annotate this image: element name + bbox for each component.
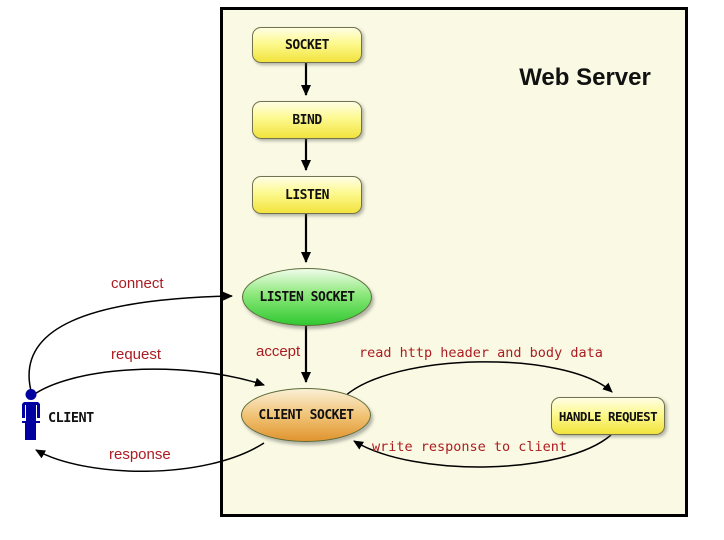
listen-node: LISTEN	[252, 176, 362, 214]
client-socket-node: CLIENT SOCKET	[241, 388, 371, 442]
diagram-title: Web Server	[519, 64, 651, 91]
response-label: response	[109, 446, 171, 463]
request-label: request	[111, 346, 162, 363]
read-http-label: read http header and body data	[359, 345, 603, 361]
accept-label: accept	[256, 343, 301, 360]
connect-label: connect	[111, 275, 164, 292]
client-label: CLIENT	[48, 410, 94, 426]
client-person-icon	[22, 389, 40, 440]
listen-socket-node: LISTEN SOCKET	[242, 268, 372, 326]
connect-arrow	[28, 291, 233, 392]
write-response-label: write response to client	[372, 439, 568, 455]
bind-node: BIND	[252, 101, 362, 139]
handle-request-node: HANDLE REQUEST	[551, 397, 665, 435]
socket-node: SOCKET	[252, 27, 362, 63]
